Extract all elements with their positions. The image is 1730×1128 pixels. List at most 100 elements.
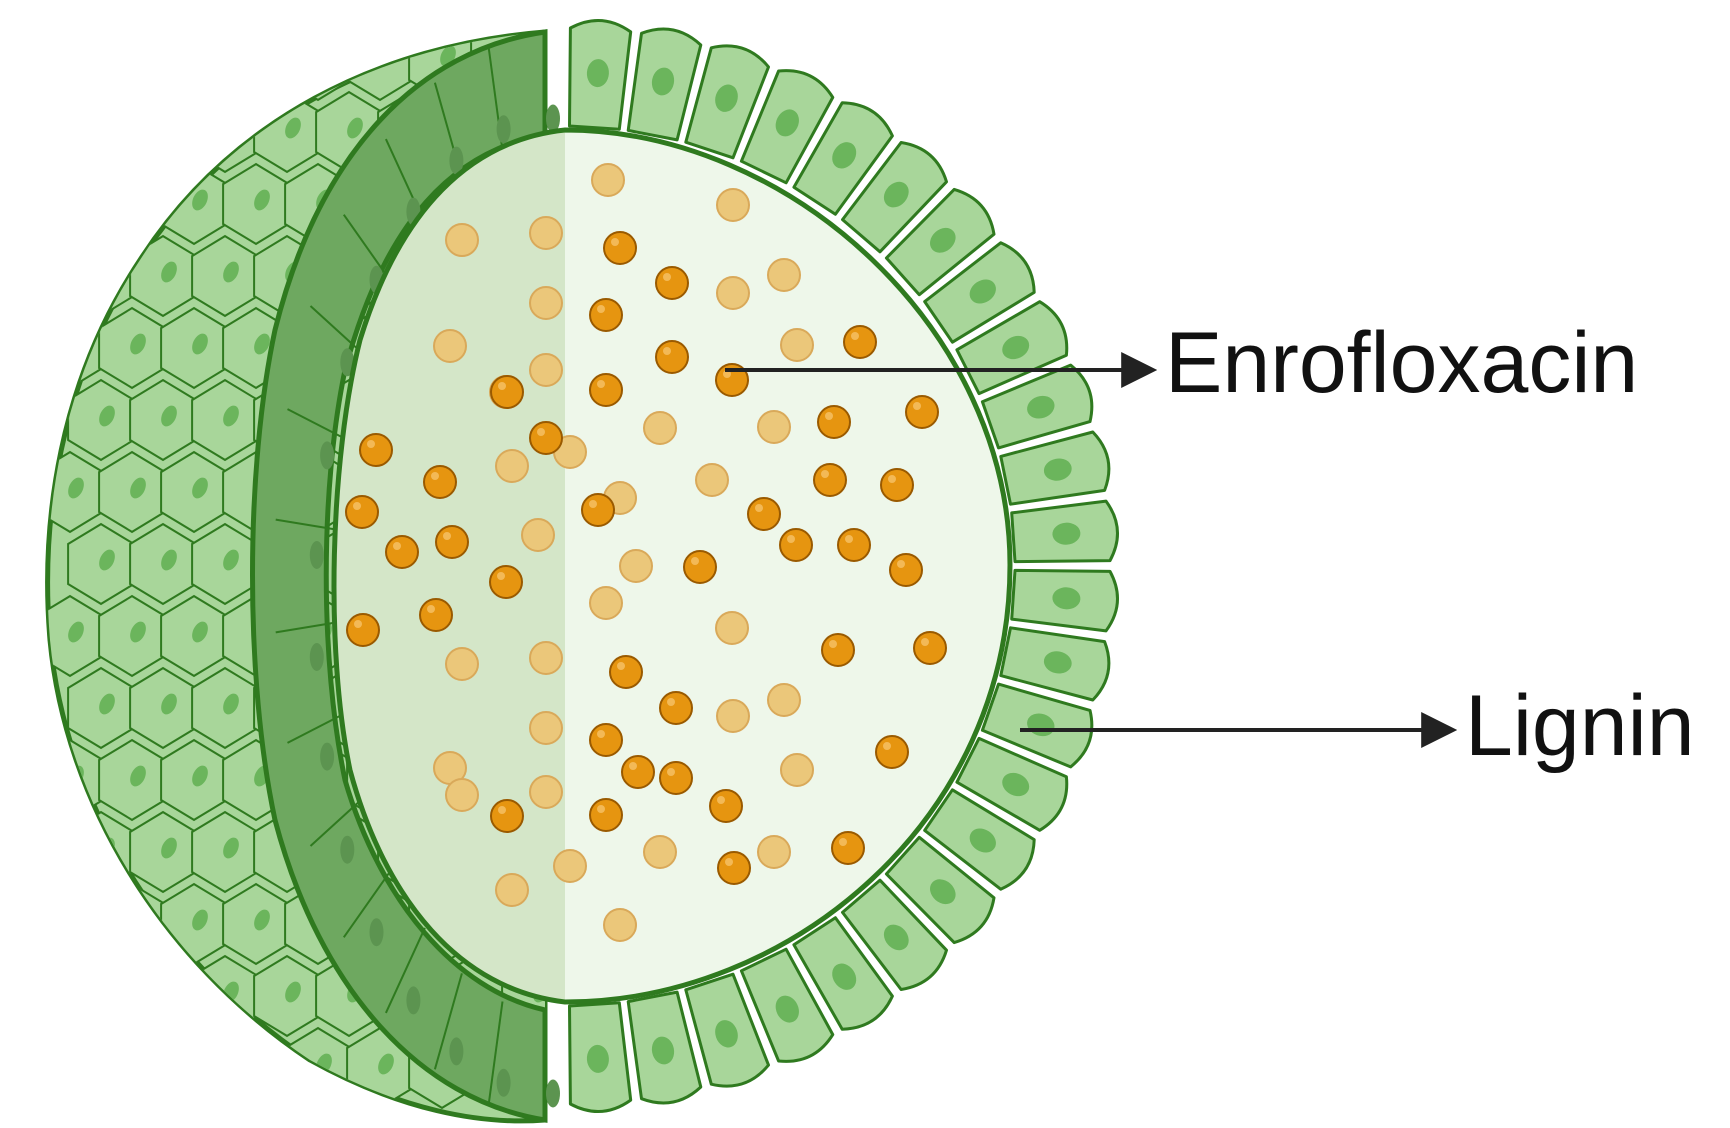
rim-cell-divider: [487, 1001, 504, 1105]
enrofloxacin-particle: [603, 231, 637, 265]
faded-particle: [767, 258, 801, 292]
particle-highlight: [597, 305, 605, 313]
particle-highlight: [393, 542, 401, 550]
rim-cell-nucleus: [449, 1037, 464, 1066]
cell-nucleus: [68, 621, 84, 643]
enrofloxacin-particle: [747, 497, 781, 531]
cell-nucleus: [316, 45, 332, 67]
faded-particle: [589, 586, 623, 620]
enrofloxacin-particle: [529, 421, 563, 455]
dome-cell: [160, 1026, 228, 1110]
cell-nucleus: [715, 1020, 738, 1048]
particle-highlight: [629, 762, 637, 770]
dome-cell: [67, 954, 135, 1038]
faded-particle: [529, 711, 563, 745]
dome-cell: [47, 162, 104, 246]
enrofloxacin-particle: [843, 325, 877, 359]
particle-highlight: [611, 238, 619, 246]
faded-particle: [529, 216, 563, 250]
cell-nucleus: [378, 1053, 394, 1075]
cell-nucleus: [99, 117, 115, 139]
enrofloxacin-particle: [621, 755, 655, 789]
cell-nucleus: [254, 333, 270, 355]
cell-nucleus: [223, 117, 239, 139]
particle-highlight: [367, 440, 375, 448]
cell-nucleus: [192, 909, 208, 931]
cell-nucleus: [68, 909, 84, 931]
cell-nucleus: [68, 477, 84, 499]
enrofloxacin-particle: [435, 525, 469, 559]
cell-nucleus: [68, 1053, 84, 1075]
cell-nucleus: [192, 45, 208, 67]
cell-nucleus: [99, 981, 115, 1003]
enrofloxacin-particle: [581, 493, 615, 527]
cell-nucleus: [775, 109, 799, 137]
particle-highlight: [825, 412, 833, 420]
dome-cell: [129, 90, 197, 174]
rim-cell-nucleus: [546, 1079, 560, 1108]
particle-highlight: [667, 768, 675, 776]
dome-cell: [98, 1026, 166, 1110]
cell-nucleus: [254, 909, 270, 931]
enrofloxacin-particle: [659, 761, 693, 795]
cell-nucleus: [1027, 395, 1055, 419]
particle-highlight: [883, 742, 891, 750]
faded-particle: [603, 908, 637, 942]
rim-cell-divider: [275, 518, 343, 532]
interior-outline: [331, 127, 1013, 1005]
enrofloxacin-particle: [659, 691, 693, 725]
enrofloxacin-particle: [837, 528, 871, 562]
label-enrofloxacin: Enrofloxacin: [1165, 315, 1638, 411]
particle-highlight: [888, 475, 896, 483]
rim-cell-divider: [384, 927, 426, 1014]
cell-nucleus: [68, 45, 84, 67]
particle-highlight: [913, 402, 921, 410]
cell-nucleus: [223, 405, 239, 427]
faded-particle: [619, 549, 653, 583]
particle-highlight: [717, 796, 725, 804]
faded-particle: [529, 286, 563, 320]
cell-nucleus: [161, 549, 177, 571]
enrofloxacin-particle: [831, 831, 865, 865]
cell-nucleus: [130, 189, 146, 211]
interior-left-shade: [333, 130, 565, 1002]
particle-highlight: [498, 806, 506, 814]
cell-nucleus: [883, 924, 909, 951]
cell-nucleus: [347, 117, 363, 139]
dome-cell: [222, 32, 290, 102]
particle-highlight: [851, 332, 859, 340]
faded-particle: [495, 873, 529, 907]
particle-highlight: [691, 557, 699, 565]
particle-highlight: [821, 470, 829, 478]
cell-nucleus: [192, 477, 208, 499]
enrofloxacin-particle: [683, 550, 717, 584]
enrofloxacin-particle: [346, 613, 380, 647]
label-lignin: Lignin: [1465, 678, 1695, 774]
cell-nucleus: [130, 909, 146, 931]
rim-cell-divider: [275, 620, 343, 634]
rim-cell-nucleus: [369, 918, 384, 947]
cell-nucleus: [223, 693, 239, 715]
cell-nucleus: [832, 142, 857, 169]
cell-nucleus: [930, 227, 956, 253]
cell-nucleus: [161, 981, 177, 1003]
rim-cell-nucleus: [320, 441, 335, 470]
faded-particle: [445, 647, 479, 681]
cell-nucleus: [161, 261, 177, 283]
cell-nucleus: [130, 477, 146, 499]
cell-nucleus: [930, 879, 956, 905]
enrofloxacin-particle: [423, 465, 457, 499]
particle-highlight: [755, 504, 763, 512]
cell-nucleus: [192, 189, 208, 211]
enrofloxacin-particle: [880, 468, 914, 502]
faded-particle: [495, 449, 529, 483]
cell-nucleus: [1052, 587, 1081, 610]
enrofloxacin-particle: [589, 298, 623, 332]
enrofloxacin-particle: [655, 266, 689, 300]
cell-nucleus: [651, 1036, 675, 1065]
cut-rim-band: [250, 29, 548, 1123]
rim-cell-nucleus: [320, 742, 335, 771]
enrofloxacin-particles: [345, 163, 947, 942]
cell-nucleus: [775, 995, 799, 1023]
enrofloxacin-particle: [490, 799, 524, 833]
